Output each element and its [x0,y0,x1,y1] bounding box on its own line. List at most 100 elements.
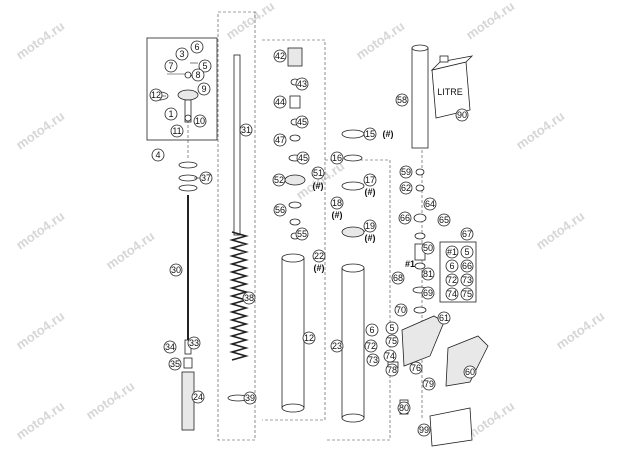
callout-30: 30 [169,263,183,277]
svg-text:81: 81 [423,269,433,279]
callout-47: 47 [273,133,287,147]
middle-column-parts [284,47,306,240]
svg-text:22: 22 [314,251,324,261]
callout-78: 78 [385,363,399,377]
callout-3: 3 [175,47,189,61]
oil-can-icon: LITRE [430,55,474,119]
callout-18: 18 [330,196,344,210]
callout-15: 15 [363,127,377,141]
svg-text:79: 79 [424,379,434,389]
spring-column [227,54,249,402]
watermark: moto4.ru [353,18,407,62]
svg-text:64: 64 [425,199,435,209]
svg-text:39: 39 [245,393,255,403]
note-hash-short: #1 [405,259,415,269]
svg-text:73: 73 [462,275,472,285]
outer-tube-part [341,267,365,419]
callout-59: 59 [399,165,413,179]
svg-text:43: 43 [297,79,307,89]
legend-item: 73 [460,273,474,287]
svg-text:23: 23 [332,341,342,351]
svg-text:50: 50 [423,243,433,253]
svg-text:73: 73 [368,355,378,365]
svg-text:18: 18 [332,198,342,208]
svg-text:99: 99 [419,425,429,435]
callout-62: 62 [399,181,413,195]
svg-text:80: 80 [399,403,409,413]
svg-text:72: 72 [447,275,457,285]
tube-part [411,47,429,149]
callout-16: 16 [330,151,344,165]
callout-19: 19 [363,219,377,233]
legend-item: 75 [460,287,474,301]
svg-text:24: 24 [193,392,203,402]
callout-17: 17 [363,173,377,187]
svg-text:90: 90 [457,110,467,120]
svg-text:45: 45 [298,153,308,163]
callout-76: 76 [409,361,423,375]
svg-text:55: 55 [297,229,307,239]
callout-55: 55 [295,227,309,241]
svg-text:68: 68 [393,273,403,283]
watermark: moto4.ru [13,108,67,152]
callout-44: 44 [273,95,287,109]
callout-81: 81 [421,267,435,281]
inner-tube-left-part [281,257,305,409]
callout-50: 50 [421,241,435,255]
callout-72: 72 [364,339,378,353]
callout-11: 11 [170,124,184,138]
assembly-lines [187,11,423,441]
callout-58: 58 [395,93,409,107]
svg-text:35: 35 [170,359,180,369]
callout-70: 70 [394,303,408,317]
svg-text:11: 11 [172,126,181,136]
svg-text:69: 69 [423,288,433,298]
callout-1: 1 [164,107,178,121]
svg-text:10: 10 [195,116,205,126]
svg-text:72: 72 [366,341,376,351]
callout-34: 34 [163,340,177,354]
watermark-layer: moto4.ru moto4.ru moto4.ru moto4.ru moto… [13,0,607,442]
svg-text:61: 61 [439,313,449,323]
svg-text:12: 12 [304,333,314,343]
callout-6a: 6 [190,40,204,54]
callout-51: 51 [311,166,325,180]
svg-text:7: 7 [168,61,173,71]
callout-65: 65 [437,213,451,227]
callout-7: 7 [164,59,178,73]
callout-42: 42 [273,49,287,63]
watermark: moto4.ru [83,378,137,422]
legend-entries: #1 5 6 66 72 73 74 75 [445,245,474,301]
note-hash: (#) [383,129,394,139]
svg-text:4: 4 [155,150,160,160]
callout-64: 64 [423,197,437,211]
axle-clamp-part [401,315,445,367]
svg-text:78: 78 [387,365,397,375]
svg-text:67: 67 [462,229,472,239]
callout-35: 35 [168,357,182,371]
note-hash: (#) [332,210,343,220]
callout-37: 37 [199,171,213,185]
svg-text:65: 65 [439,215,449,225]
svg-text:75: 75 [387,336,397,346]
callout-4: 4 [151,148,165,162]
svg-text:76: 76 [411,363,421,373]
cap-nut-part [177,89,199,101]
oil-can-label: LITRE [437,87,463,97]
callout-10: 10 [193,114,207,128]
callout-39: 39 [243,391,257,405]
svg-text:66: 66 [400,213,410,223]
watermark: moto4.ru [553,308,607,352]
svg-text:42: 42 [275,51,285,61]
axle-foot-part [445,335,489,387]
callout-5a: 5 [198,59,212,73]
callout-66: 66 [398,211,412,225]
callout-69: 69 [421,286,435,300]
svg-text:31: 31 [241,125,251,135]
callout-45b: 45 [296,151,310,165]
svg-text:6: 6 [194,42,199,52]
svg-text:44: 44 [275,97,285,107]
svg-text:52: 52 [274,175,284,185]
svg-text:60: 60 [465,367,475,377]
